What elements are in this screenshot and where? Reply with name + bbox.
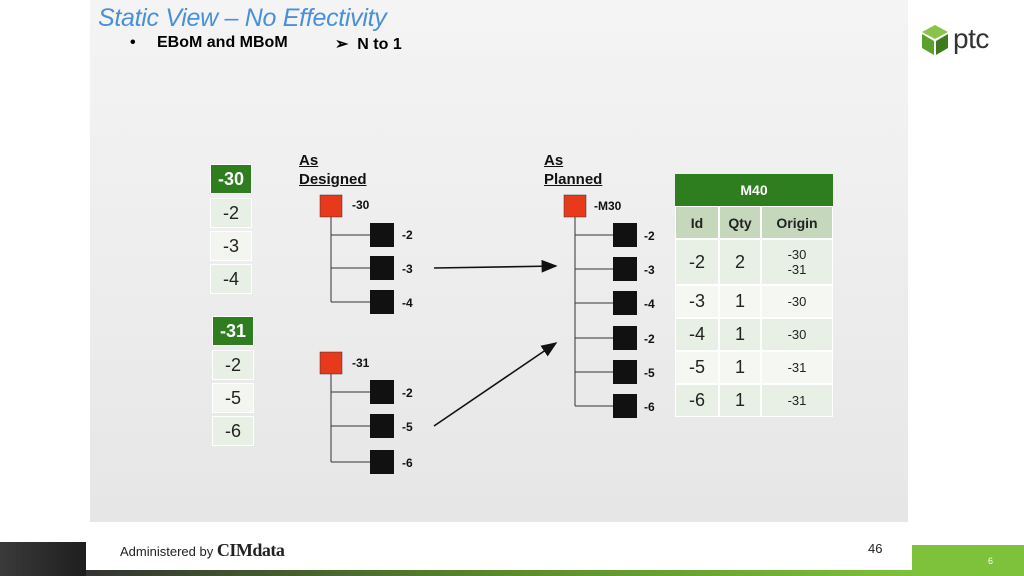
cell-qty: 1 — [719, 351, 761, 384]
root-node-31 — [319, 351, 343, 375]
footer-admin: Administered by CIMdata — [120, 540, 285, 561]
child-node — [613, 291, 637, 315]
slide-title: Static View – No Effectivity — [98, 4, 387, 32]
node-label: -2 — [644, 229, 655, 243]
m40-title: M40 — [675, 174, 833, 206]
bullet-text: EBoM and MBoM — [157, 34, 288, 51]
cell-origin: -31 — [761, 351, 833, 384]
node-label: -4 — [644, 297, 655, 311]
cimdata-logo: CIMdata — [216, 540, 285, 560]
table-row: -6 1 -31 — [675, 384, 833, 417]
node-label: -5 — [644, 366, 655, 380]
list1-head: -30 — [210, 164, 252, 194]
column-header-origin: Origin — [761, 206, 833, 239]
child-node — [370, 380, 394, 404]
table-row: -3 1 -30 — [675, 285, 833, 318]
header-line: Planned — [544, 171, 603, 188]
list2-item: -6 — [212, 416, 254, 446]
cell-id: -3 — [675, 285, 719, 318]
cell-id: -6 — [675, 384, 719, 417]
n-to-1-label: N to 1 — [357, 36, 402, 53]
footer-bar-left — [0, 542, 86, 576]
child-node — [613, 326, 637, 350]
child-node — [370, 450, 394, 474]
list2-head: -31 — [212, 316, 254, 346]
node-label: -M30 — [594, 199, 622, 213]
table-row: -2 2 -30 -31 — [675, 239, 833, 285]
cell-origin: -30 -31 — [761, 239, 833, 285]
m40-table: M40 Id Qty Origin -2 2 -30 -31 -3 1 -30 … — [675, 174, 833, 417]
arrow-to-planned — [433, 342, 558, 427]
bullet-dot: • — [130, 34, 136, 51]
node-label: -5 — [402, 420, 413, 434]
child-node — [613, 223, 637, 247]
cell-origin: -30 — [761, 285, 833, 318]
admin-label: Administered by — [120, 544, 217, 559]
list1-item: -4 — [210, 264, 252, 294]
tree-m30 — [563, 194, 637, 418]
node-label: -30 — [352, 198, 370, 212]
slide-number: 6 — [988, 556, 994, 566]
arrow-bullet-icon: ➢ — [335, 36, 349, 53]
child-node — [370, 223, 394, 247]
ptc-cube-icon — [922, 25, 948, 55]
origin-value: -30 — [787, 247, 807, 262]
child-node — [613, 257, 637, 281]
page-number: 46 — [868, 541, 883, 556]
table-row: -4 1 -30 — [675, 318, 833, 351]
child-node — [613, 360, 637, 384]
node-label: -6 — [402, 456, 413, 470]
node-label: -2 — [402, 386, 413, 400]
as-designed-header: As Designed — [299, 151, 367, 189]
node-label: -3 — [644, 263, 655, 277]
child-node — [370, 256, 394, 280]
cell-origin: -30 — [761, 318, 833, 351]
node-label: -2 — [644, 332, 655, 346]
column-header-id: Id — [675, 206, 719, 239]
column-header-qty: Qty — [719, 206, 761, 239]
arrow-to-planned — [433, 259, 558, 273]
ptc-logo-text: ptc — [953, 23, 989, 54]
cell-origin: -31 — [761, 384, 833, 417]
node-label: -3 — [402, 262, 413, 276]
tree-31 — [319, 351, 394, 474]
bullet-arrow-text: ➢ N to 1 — [335, 34, 402, 54]
cell-id: -2 — [675, 239, 719, 285]
cell-qty: 1 — [719, 318, 761, 351]
footer-bar-bottom — [86, 570, 912, 576]
root-node-30 — [319, 194, 343, 218]
tree-30 — [319, 194, 394, 314]
list1-item: -3 — [210, 231, 252, 261]
origin-value: -31 — [787, 262, 807, 277]
child-node — [370, 414, 394, 438]
cell-id: -4 — [675, 318, 719, 351]
root-node-m30 — [563, 194, 587, 218]
cell-qty: 1 — [719, 384, 761, 417]
child-node — [613, 394, 637, 418]
header-line: As — [544, 152, 564, 169]
cell-id: -5 — [675, 351, 719, 384]
cell-qty: 2 — [719, 239, 761, 285]
list2-item: -2 — [212, 350, 254, 380]
child-node — [370, 290, 394, 314]
node-label: -31 — [352, 356, 370, 370]
list1-item: -2 — [210, 198, 252, 228]
node-label: -2 — [402, 228, 413, 242]
cell-qty: 1 — [719, 285, 761, 318]
footer-bar-right — [912, 545, 1024, 576]
node-label: -6 — [644, 400, 655, 414]
table-header-row: Id Qty Origin — [675, 206, 833, 239]
header-line: As — [299, 152, 319, 169]
list2-item: -5 — [212, 383, 254, 413]
header-line: Designed — [299, 171, 367, 188]
as-planned-header: As Planned — [544, 151, 602, 189]
table-row: -5 1 -31 — [675, 351, 833, 384]
node-label: -4 — [402, 296, 413, 310]
